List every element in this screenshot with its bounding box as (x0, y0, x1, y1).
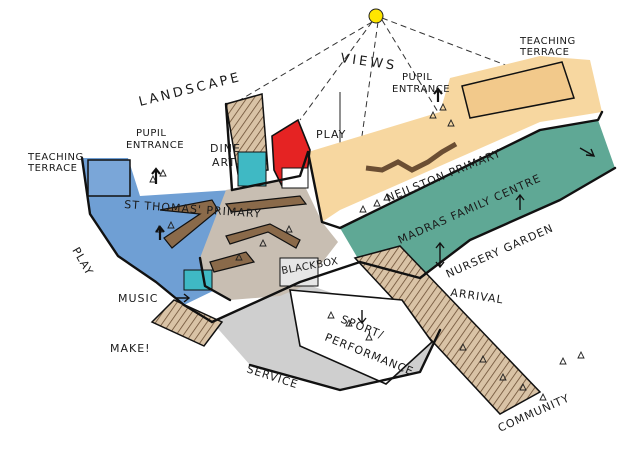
label-pupil-entrance-left: PUPIL (136, 128, 166, 139)
label-play-left: PLAY (69, 245, 95, 278)
site-outline (80, 102, 617, 392)
person-icon (149, 102, 585, 401)
make-path (150, 299, 224, 347)
glass-art (237, 151, 267, 187)
label-pupil-entrance-left-2: ENTRANCE (126, 140, 184, 151)
label-art: ART (212, 156, 236, 169)
community-path (353, 245, 542, 415)
label-pupil-entrance-right-2: ENTRANCE (392, 84, 450, 95)
neilston-wall (365, 141, 458, 173)
arrow-icon (151, 87, 596, 325)
sun-icon (368, 8, 384, 24)
label-teaching-terrace-left: TEACHING (27, 152, 84, 163)
label-dine: DINE (210, 142, 241, 155)
label-music: MUSIC (118, 292, 158, 305)
sport-performance-box (289, 289, 434, 385)
teaching-terrace-right (461, 61, 575, 119)
label-pupil-entrance-right: PUPIL (402, 72, 432, 83)
court-walls (159, 195, 308, 273)
label-teaching-terrace-right-2: TERRACE (519, 47, 569, 58)
label-arrival: ARRIVAL (450, 286, 505, 306)
label-teaching-terrace-right: TEACHING (519, 36, 576, 47)
madras-zone (340, 120, 615, 278)
teaching-terrace-left (87, 159, 131, 197)
label-teaching-terrace-left-2: TERRACE (27, 163, 77, 174)
label-make: MAKE! (110, 342, 151, 355)
label-views: VIEWS (339, 51, 398, 74)
label-play-top: PLAY (316, 128, 346, 141)
